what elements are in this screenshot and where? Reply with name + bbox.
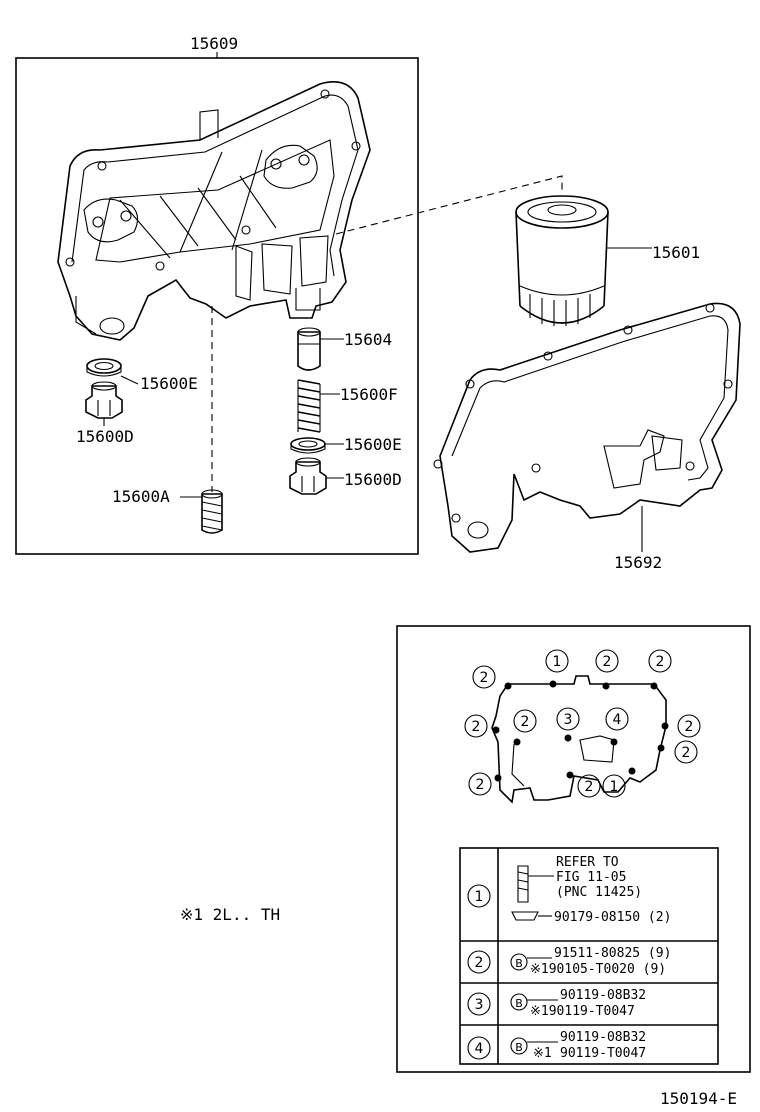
label-15601: 15601 xyxy=(652,243,700,262)
bolt-layout-outline xyxy=(491,675,667,804)
table-row: 4 B 90119-08B32 ※1 90119-T0047 xyxy=(467,1030,646,1061)
plug-15600d-right-drawing xyxy=(289,457,327,495)
label-15609: 15609 xyxy=(190,34,238,53)
svg-text:B: B xyxy=(515,997,523,1010)
svg-text:2: 2 xyxy=(472,719,481,735)
bolt-marker-2: 2 xyxy=(472,665,496,689)
label-15600a: 15600A xyxy=(112,487,170,506)
bolt-marker-2: 2 xyxy=(677,714,701,738)
bolt-marker-2: 2 xyxy=(468,772,492,796)
plug-15600d-left-drawing xyxy=(85,381,123,419)
applicability-note: ※1 2L.. TH xyxy=(180,905,280,924)
svg-text:91511-80825 (9): 91511-80825 (9) xyxy=(554,946,671,961)
svg-text:FIG 11-05: FIG 11-05 xyxy=(556,870,626,885)
label-15604: 15604 xyxy=(344,330,392,349)
bolt-marker-2: 2 xyxy=(595,649,619,673)
bolt-marker-1: 1 xyxy=(602,774,626,798)
dash-leader-filter xyxy=(335,175,563,235)
bolt-marker-2: 2 xyxy=(674,740,698,764)
svg-text:90119-T0047: 90119-T0047 xyxy=(560,1046,646,1061)
bolt-layout-frame xyxy=(396,625,751,1073)
valve-15604-drawing xyxy=(297,327,321,371)
bolt-marker-2: 2 xyxy=(648,649,672,673)
svg-text:B: B xyxy=(515,1041,523,1054)
label-15692: 15692 xyxy=(614,553,662,572)
svg-text:2: 2 xyxy=(603,654,612,670)
svg-text:1: 1 xyxy=(553,654,562,670)
label-15600d-left: 15600D xyxy=(76,427,134,446)
spring-15600f-drawing xyxy=(297,379,321,433)
table-row: 1 REFER TO FIG 11-05 (PNC 11425) 90179-0… xyxy=(467,855,671,925)
svg-text:※190119-T0047: ※190119-T0047 xyxy=(530,1004,635,1019)
bolt-table: 1 REFER TO FIG 11-05 (PNC 11425) 90179-0… xyxy=(459,847,719,1065)
svg-text:90119-08B32: 90119-08B32 xyxy=(560,988,646,1003)
svg-text:2: 2 xyxy=(685,719,694,735)
svg-text:2: 2 xyxy=(585,779,594,795)
svg-text:2: 2 xyxy=(521,714,530,730)
bolt-marker-2: 2 xyxy=(464,714,488,738)
gasket-15692-drawing xyxy=(433,302,741,553)
housing-drawing xyxy=(57,81,371,341)
bolt-marker-3: 3 xyxy=(556,707,580,731)
svg-text:2: 2 xyxy=(480,670,489,686)
svg-text:B: B xyxy=(515,957,523,970)
svg-text:4: 4 xyxy=(475,1041,484,1057)
bolt-marker-1: 1 xyxy=(545,649,569,673)
bolt-marker-2: 2 xyxy=(577,774,601,798)
table-row: 3 B 90119-08B32 ※190119-T0047 xyxy=(467,988,646,1019)
svg-text:4: 4 xyxy=(613,712,622,728)
svg-text:1: 1 xyxy=(475,889,484,905)
gasket-15600e-left-drawing xyxy=(86,358,122,377)
svg-text:(PNC 11425): (PNC 11425) xyxy=(556,885,642,900)
svg-text:REFER TO: REFER TO xyxy=(556,855,619,870)
svg-text:2: 2 xyxy=(475,955,484,971)
svg-text:3: 3 xyxy=(475,997,484,1013)
sleeve-15600a-drawing xyxy=(201,489,223,534)
label-15600d-right: 15600D xyxy=(344,470,402,489)
bolt-marker-4: 4 xyxy=(605,707,629,731)
svg-text:※1: ※1 xyxy=(533,1046,552,1061)
bolt-dots xyxy=(492,680,669,782)
label-15600e-left: 15600E xyxy=(140,374,198,393)
svg-text:2: 2 xyxy=(476,777,485,793)
bolt-markers: 1 2 2 2 2 2 3 4 2 2 2 2 1 xyxy=(464,649,701,798)
svg-text:2: 2 xyxy=(656,654,665,670)
label-15600f: 15600F xyxy=(340,385,398,404)
figure-id: 150194-E xyxy=(660,1089,737,1108)
svg-text:90119-08B32: 90119-08B32 xyxy=(560,1030,646,1045)
svg-text:90179-08150 (2): 90179-08150 (2) xyxy=(554,910,671,925)
svg-text:3: 3 xyxy=(564,712,573,728)
gasket-15600e-right-drawing xyxy=(290,437,326,454)
svg-text:※190105-T0020 (9): ※190105-T0020 (9) xyxy=(530,962,666,977)
label-15600e-right: 15600E xyxy=(344,435,402,454)
svg-text:1: 1 xyxy=(610,779,619,795)
svg-text:2: 2 xyxy=(682,745,691,761)
oil-filter-drawing xyxy=(515,195,609,326)
table-row: 2 B 91511-80825 (9) ※190105-T0020 (9) xyxy=(467,946,671,977)
bolt-marker-2: 2 xyxy=(513,709,537,733)
